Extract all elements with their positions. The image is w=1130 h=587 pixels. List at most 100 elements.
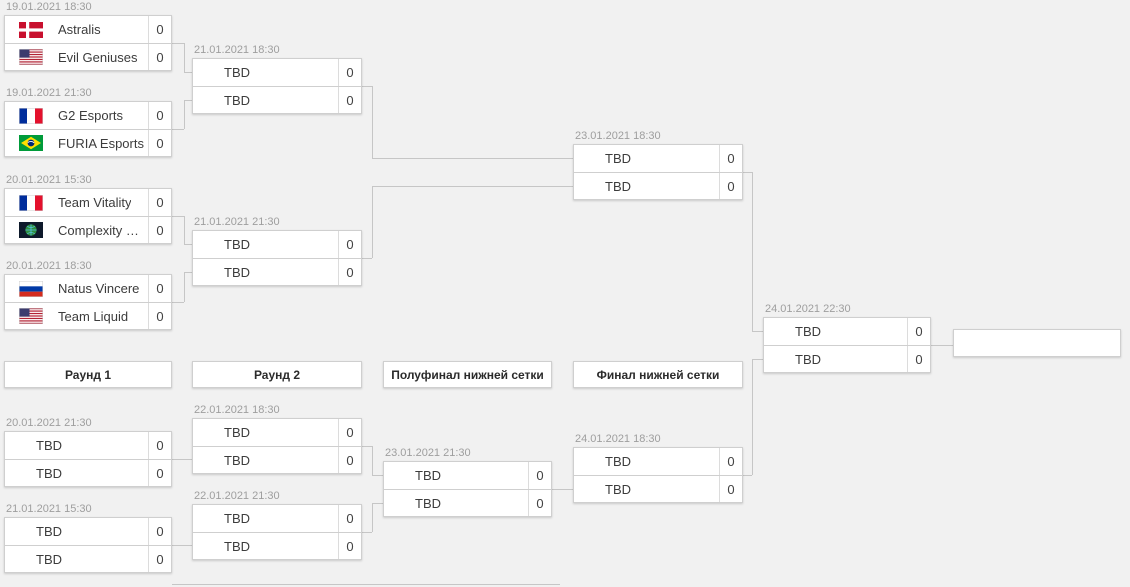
bracket-connector-line (372, 186, 573, 187)
flag-russia-icon (19, 280, 43, 297)
flag-world-icon (19, 222, 43, 238)
team-score: 0 (719, 145, 742, 172)
team-score: 0 (148, 102, 171, 129)
team-score: 0 (148, 189, 171, 216)
team-row[interactable]: TBD 0 (574, 475, 742, 502)
bracket-connector-line (362, 258, 372, 259)
champion-box (953, 329, 1121, 357)
bracket-connector-line (172, 459, 192, 460)
bracket-connector-line (931, 345, 953, 346)
bracket-connector-line (172, 302, 184, 303)
bracket-connector-line (184, 100, 192, 101)
bracket-connector-line (743, 172, 752, 173)
team-row[interactable]: TBD 0 (574, 448, 742, 475)
team-name: TBD (605, 178, 631, 194)
team-row[interactable]: Team Vitality 0 (5, 189, 171, 216)
match-datetime: 20.01.2021 21:30 (6, 417, 92, 429)
team-name: TBD (415, 495, 441, 511)
team-score: 0 (148, 460, 171, 486)
flag-denmark-icon (19, 21, 43, 38)
team-name: TBD (224, 511, 250, 526)
team-name: TBD (605, 481, 631, 497)
flag-usa-icon (19, 308, 43, 324)
bracket-connector-line (372, 503, 383, 504)
flag-france-icon (19, 107, 43, 124)
team-score: 0 (528, 462, 551, 489)
bracket-connector-line (372, 158, 573, 159)
round-header-round-1: Раунд 1 (4, 361, 172, 388)
bracket-connector-line (752, 359, 763, 360)
team-row[interactable]: TBD 0 (574, 172, 742, 199)
team-score: 0 (719, 173, 742, 199)
team-name: TBD (36, 524, 62, 539)
match-datetime: 24.01.2021 22:30 (765, 303, 851, 315)
team-name: TBD (224, 538, 250, 554)
round-header-lower-semifinal: Полуфинал нижней сетки (383, 361, 552, 388)
match-datetime: 21.01.2021 15:30 (6, 503, 92, 515)
team-name: TBD (36, 551, 62, 567)
team-name: TBD (605, 454, 631, 469)
bracket-connector-line (184, 244, 192, 245)
round-header-round-2: Раунд 2 (192, 361, 362, 388)
team-score: 0 (148, 546, 171, 572)
team-score: 0 (148, 303, 171, 329)
team-row[interactable]: Team Liquid 0 (5, 302, 171, 329)
team-row[interactable]: Complexity Gami…0 (5, 216, 171, 243)
team-score: 0 (338, 533, 361, 559)
team-name: TBD (36, 438, 62, 453)
match-datetime: 21.01.2021 18:30 (194, 44, 280, 56)
team-score: 0 (907, 318, 930, 345)
team-row[interactable]: TBD 0 (193, 532, 361, 559)
team-name: Team Vitality (58, 195, 132, 210)
match-datetime: 22.01.2021 18:30 (194, 404, 280, 416)
team-score: 0 (719, 476, 742, 502)
team-name: Complexity Gami… (58, 222, 145, 238)
flag-brazil-icon (19, 135, 43, 151)
team-row[interactable]: TBD 0 (5, 545, 171, 572)
bracket-connector-line (172, 216, 184, 217)
team-name: TBD (224, 92, 250, 108)
team-name: Team Liquid (58, 308, 129, 324)
bracket-connector-line (362, 446, 372, 447)
match-datetime: 21.01.2021 21:30 (194, 216, 280, 228)
bracket-connector-line (752, 359, 753, 475)
team-score: 0 (719, 448, 742, 475)
team-name: TBD (224, 65, 250, 80)
match-datetime: 19.01.2021 18:30 (6, 1, 92, 13)
